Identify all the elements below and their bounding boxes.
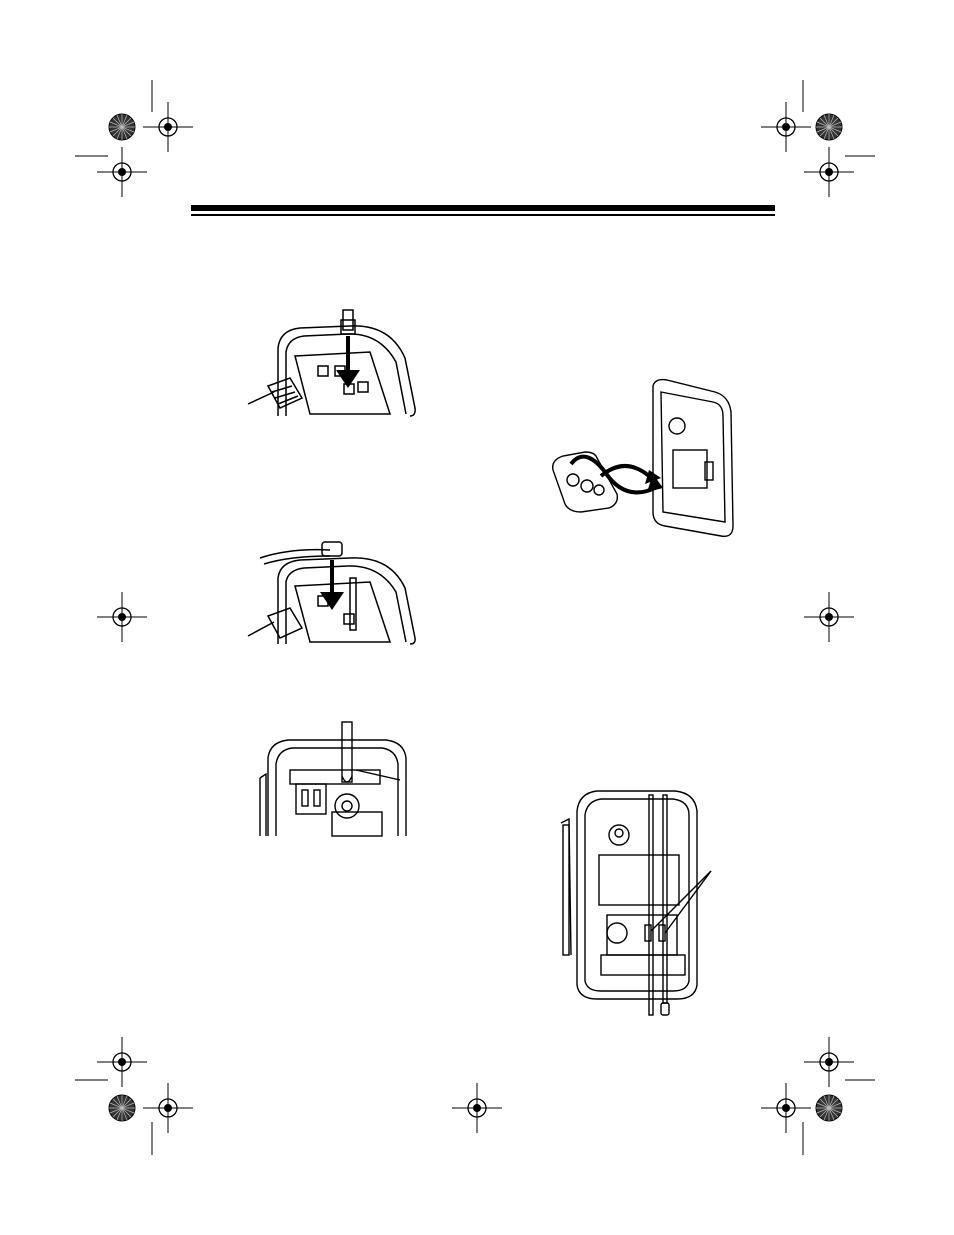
header-rule-thin (191, 214, 775, 216)
base-bottom-cord-channel-illustration (250, 718, 420, 838)
mid-left (97, 592, 147, 642)
corner-top-right (761, 80, 875, 197)
corner-bottom-left (75, 1037, 193, 1155)
corner-bottom-right (761, 1037, 875, 1155)
power-adapter-plug-insert-illustration (240, 538, 440, 648)
bottom-center (452, 1083, 502, 1133)
corner-top-left (75, 80, 193, 197)
mid-right (804, 592, 854, 642)
wall-mount-base-cord-routing-illustration (553, 785, 733, 1020)
handset-battery-pack-connect-illustration (545, 376, 740, 541)
phone-line-plug-insert-illustration (240, 296, 440, 426)
header-rule-thick (191, 205, 775, 211)
